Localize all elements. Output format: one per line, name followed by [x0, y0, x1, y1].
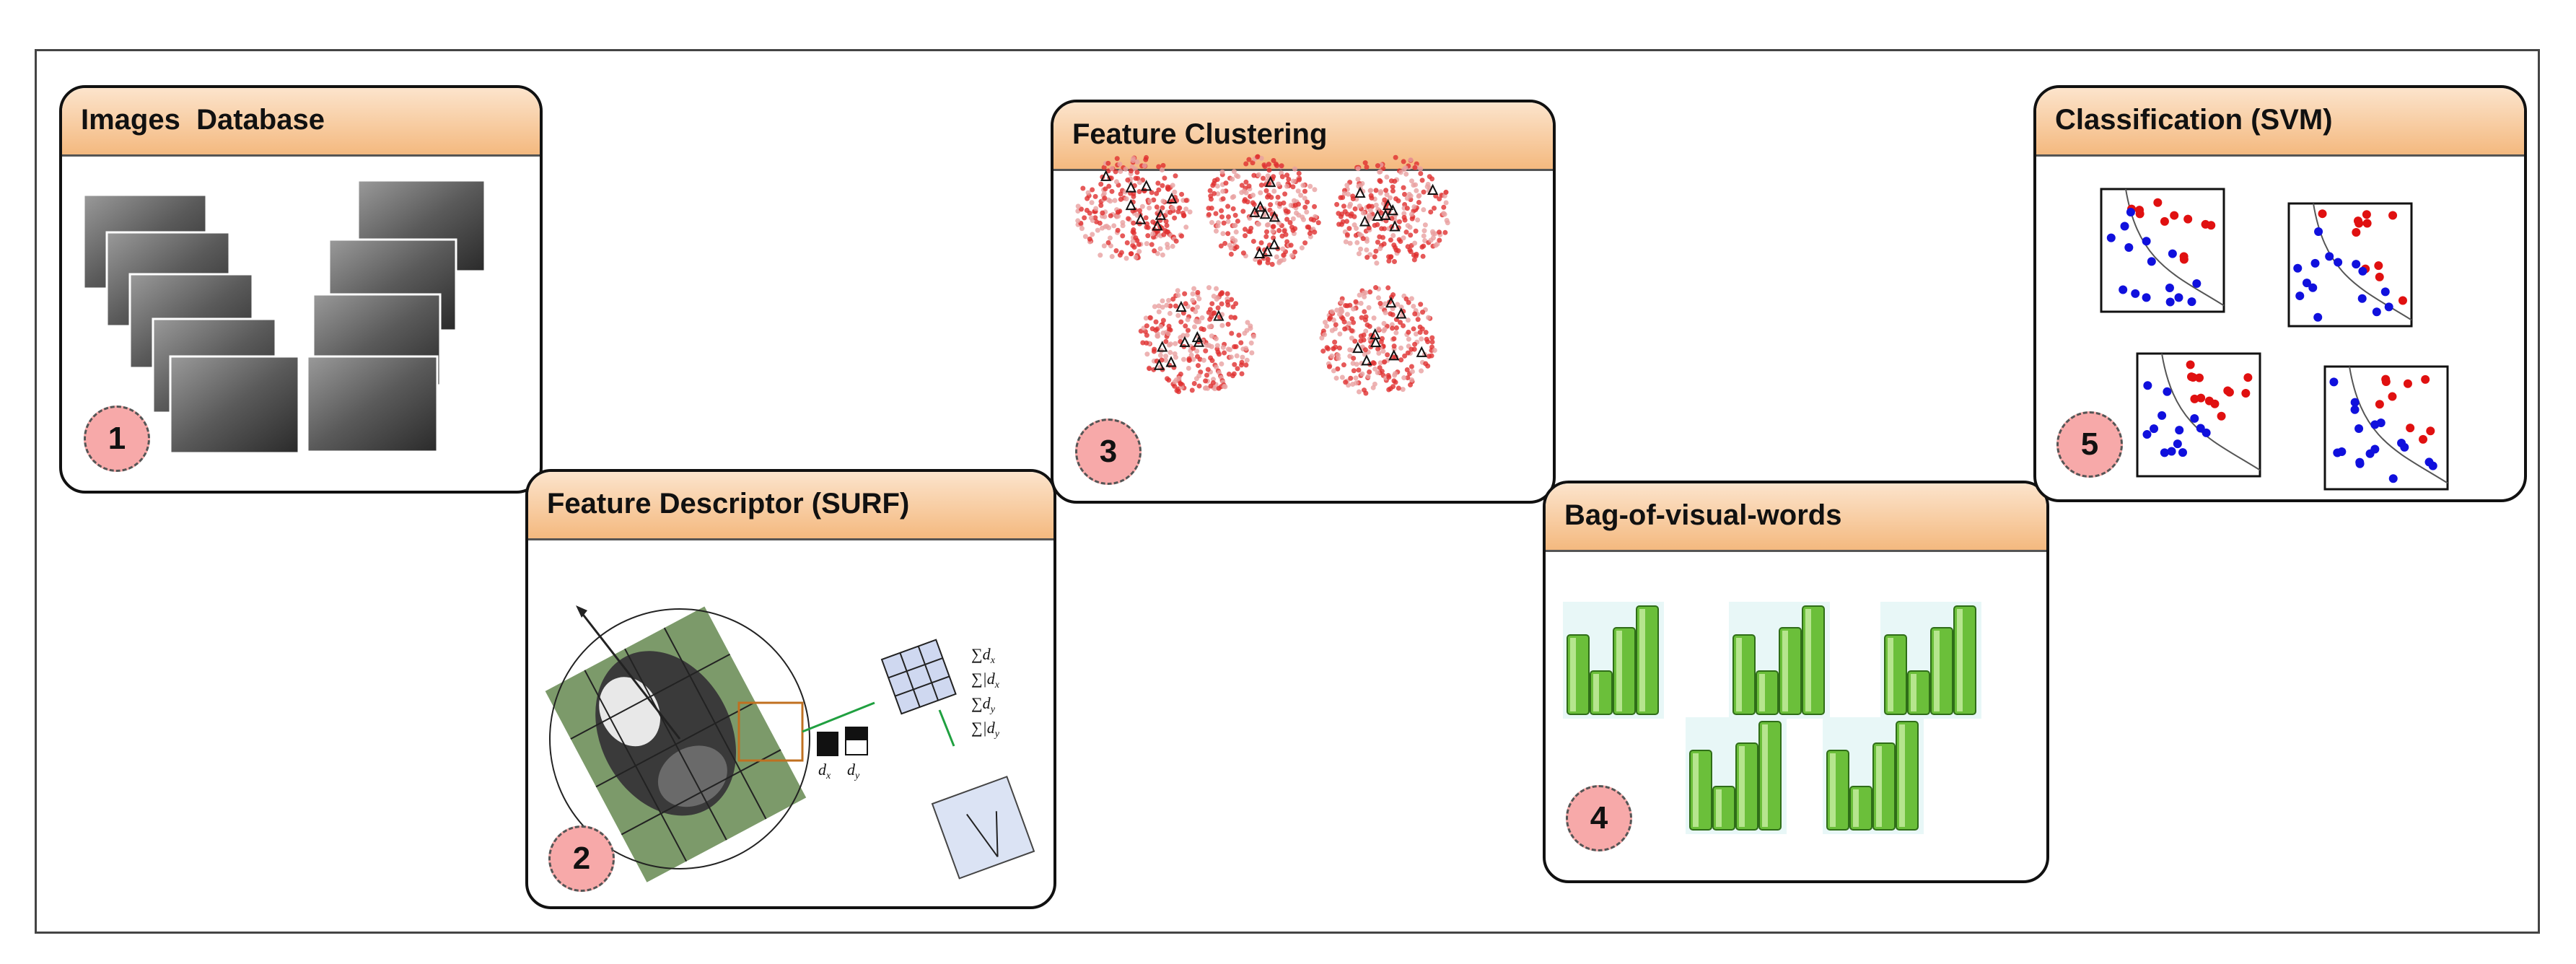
panel-feature-clustering: Feature Clustering 3	[1051, 100, 1556, 504]
svm-plot	[2100, 188, 2225, 313]
dx-label: d	[818, 761, 827, 779]
panel-title: Images Database	[81, 104, 325, 136]
sum-abs-dx: ∑|d	[971, 670, 996, 688]
histogram	[1686, 717, 1787, 834]
histogram	[1563, 602, 1664, 719]
image-stack-illustration	[82, 179, 486, 455]
step-badge-1: 1	[84, 406, 150, 472]
sum-dx: ∑d	[971, 645, 991, 663]
sum-abs-dy: ∑|d	[971, 719, 996, 737]
cluster	[1206, 154, 1321, 267]
svg-text:dy: dy	[847, 761, 860, 781]
panel-header: Images Database	[62, 88, 540, 157]
panel-title: Feature Descriptor (SURF)	[547, 488, 910, 520]
surf-illustration: dx dy ∑dx ∑|dx ∑dy ∑|dy	[545, 605, 1035, 882]
histogram	[1729, 602, 1830, 719]
svm-plot	[2287, 202, 2413, 328]
panel-header: Feature Descriptor (SURF)	[528, 472, 1053, 540]
panel-feature-descriptor: Feature Descriptor (SURF) dx	[525, 469, 1056, 909]
cluster	[1138, 285, 1256, 395]
step-badge-4: 4	[1566, 785, 1632, 851]
panel-title: Feature Clustering	[1072, 118, 1328, 150]
svg-text:∑|dx: ∑|dx	[971, 670, 1000, 691]
step-badge-3: 3	[1075, 419, 1142, 485]
panel-header: Bag-of-visual-words	[1546, 483, 2046, 552]
histogram	[1880, 602, 1981, 719]
histograms-illustration	[1563, 602, 1981, 834]
svg-text:dx: dx	[818, 761, 831, 781]
panel-title: Bag-of-visual-words	[1564, 499, 1842, 531]
svm-plots-illustration	[2100, 188, 2449, 491]
step-badge-5: 5	[2056, 411, 2123, 478]
cluster	[1334, 154, 1450, 266]
svg-text:∑dx: ∑dx	[971, 645, 996, 666]
panel-classification: Classification (SVM) 5	[2033, 85, 2527, 502]
sum-dy: ∑d	[971, 694, 991, 712]
histogram	[1823, 717, 1924, 834]
step-badge-2: 2	[548, 825, 615, 892]
svm-plot	[2323, 365, 2449, 491]
cluster	[1075, 154, 1193, 261]
panel-bag-of-visual-words: Bag-of-visual-words 4	[1543, 481, 2049, 883]
svg-text:∑|dy: ∑|dy	[971, 719, 1000, 740]
panel-images-database: Images Database 1	[59, 85, 543, 494]
panel-header: Classification (SVM)	[2036, 88, 2524, 157]
dy-label: d	[847, 761, 856, 779]
svm-plot	[2136, 352, 2261, 478]
svg-text:∑dy: ∑dy	[971, 694, 996, 715]
panel-title: Classification (SVM)	[2055, 104, 2333, 136]
outer-frame	[35, 49, 2540, 934]
cluster	[1319, 285, 1437, 396]
clusters-illustration	[1075, 154, 1450, 396]
